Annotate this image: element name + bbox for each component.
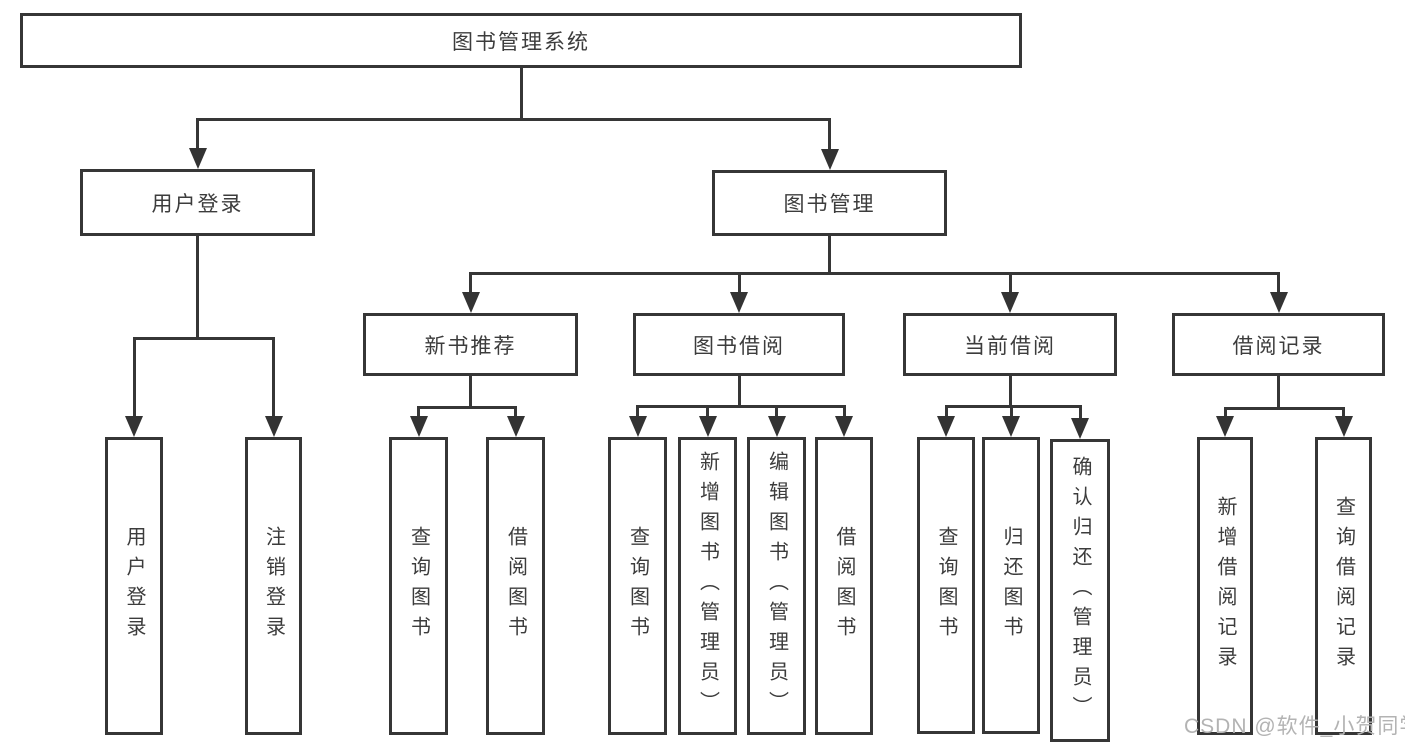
arrowhead-down-icon bbox=[767, 416, 786, 437]
connector-bus-root bbox=[196, 118, 831, 121]
connector-shaft-leaf-cb-return bbox=[1009, 405, 1013, 416]
node-borrow-records: 借阅记录 bbox=[1172, 313, 1385, 376]
node-label-leaf-nbr-borrow: 借阅图书 bbox=[504, 526, 527, 646]
node-label-book-mgmt: 图书管理 bbox=[783, 193, 876, 216]
node-leaf-bb-query: 查询图书 bbox=[608, 437, 667, 735]
node-leaf-bb-edit: 编辑图书（管理员） bbox=[747, 437, 806, 735]
node-leaf-nbr-query: 查询图书 bbox=[389, 437, 448, 735]
node-leaf-cb-query: 查询图书 bbox=[917, 437, 975, 734]
connector-shaft-book-borrow bbox=[737, 272, 741, 292]
node-book-borrow: 图书借阅 bbox=[633, 313, 845, 376]
connector-drop-root bbox=[519, 68, 523, 121]
connector-bus-book-mgmt bbox=[469, 272, 1280, 275]
connector-shaft-leaf-cb-confirm bbox=[1078, 405, 1082, 418]
connector-drop-book-borrow bbox=[737, 376, 741, 408]
node-label-leaf-bb-edit: 编辑图书（管理员） bbox=[765, 451, 788, 721]
arrowhead-down-icon bbox=[835, 416, 853, 437]
connector-shaft-new-book-rec bbox=[469, 272, 472, 292]
node-user-login: 用户登录 bbox=[80, 169, 315, 236]
node-label-borrow-records: 借阅记录 bbox=[1232, 334, 1325, 358]
connector-shaft-leaf-bb-borrow bbox=[842, 405, 846, 416]
node-new-book-rec: 新书推荐 bbox=[363, 313, 578, 376]
node-label-leaf-user-login: 用户登录 bbox=[123, 526, 145, 646]
node-label-current-borrow: 当前借阅 bbox=[964, 334, 1056, 358]
connector-shaft-leaf-user-login bbox=[132, 337, 136, 416]
arrowhead-down-icon bbox=[1071, 418, 1089, 439]
connector-shaft-leaf-nbr-borrow bbox=[514, 406, 517, 416]
node-label-leaf-bb-query: 查询图书 bbox=[626, 526, 649, 646]
connector-shaft-leaf-nbr-query bbox=[417, 406, 420, 416]
arrowhead-down-icon bbox=[1269, 292, 1288, 313]
connector-drop-new-book-rec bbox=[469, 376, 472, 409]
node-label-root: 图书管理系统 bbox=[452, 30, 590, 54]
node-leaf-br-add: 新增借阅记录 bbox=[1197, 437, 1253, 735]
connector-shaft-leaf-logout bbox=[272, 337, 275, 416]
connector-shaft-current-borrow bbox=[1008, 272, 1012, 292]
node-label-user-login: 用户登录 bbox=[151, 192, 244, 216]
node-label-leaf-br-add: 新增借阅记录 bbox=[1214, 496, 1236, 676]
connector-bus-user-login bbox=[132, 337, 275, 340]
node-book-mgmt: 图书管理 bbox=[712, 170, 947, 236]
node-leaf-bb-add: 新增图书（管理员） bbox=[678, 437, 737, 735]
arrowhead-down-icon bbox=[628, 416, 647, 437]
arrowhead-down-icon bbox=[506, 416, 525, 437]
connector-drop-book-mgmt bbox=[828, 236, 831, 275]
connector-shaft-borrow-records bbox=[1277, 272, 1280, 292]
connector-bus-current-borrow bbox=[944, 405, 1082, 408]
connector-shaft-leaf-bb-query bbox=[636, 405, 639, 416]
node-label-leaf-cb-confirm: 确认归还（管理员） bbox=[1069, 455, 1091, 726]
node-label-leaf-nbr-query: 查询图书 bbox=[407, 526, 430, 646]
arrowhead-down-icon bbox=[125, 416, 143, 437]
arrowhead-down-icon bbox=[730, 292, 748, 313]
node-leaf-bb-borrow: 借阅图书 bbox=[815, 437, 873, 735]
arrowhead-down-icon bbox=[937, 416, 955, 437]
connector-shaft-leaf-cb-query bbox=[944, 405, 948, 416]
node-label-leaf-cb-query: 查询图书 bbox=[935, 525, 957, 646]
csdn-watermark: CSDN @软件_小贺同学 bbox=[1184, 715, 1405, 738]
connector-bus-new-book-rec bbox=[417, 406, 517, 409]
arrowhead-down-icon bbox=[264, 416, 283, 437]
node-label-leaf-bb-borrow: 借阅图书 bbox=[833, 526, 855, 646]
node-leaf-nbr-borrow: 借阅图书 bbox=[486, 437, 545, 735]
node-label-leaf-logout: 注销登录 bbox=[262, 526, 285, 646]
node-leaf-cb-confirm: 确认归还（管理员） bbox=[1050, 439, 1110, 742]
connector-shaft-leaf-bb-edit bbox=[775, 405, 778, 416]
arrowhead-down-icon bbox=[698, 416, 717, 437]
arrowhead-down-icon bbox=[1002, 416, 1020, 437]
arrowhead-down-icon bbox=[188, 148, 207, 169]
arrowhead-down-icon bbox=[409, 416, 428, 437]
arrowhead-down-icon bbox=[820, 149, 839, 170]
node-label-new-book-rec: 新书推荐 bbox=[424, 334, 517, 358]
connector-shaft-leaf-bb-add bbox=[706, 405, 709, 416]
connector-drop-user-login bbox=[196, 236, 199, 340]
arrowhead-down-icon bbox=[1216, 416, 1234, 437]
node-current-borrow: 当前借阅 bbox=[903, 313, 1117, 376]
arrowhead-down-icon bbox=[461, 292, 480, 313]
connector-shaft-user-login bbox=[196, 118, 199, 148]
arrowhead-down-icon bbox=[1334, 416, 1353, 437]
arrowhead-down-icon bbox=[1001, 292, 1019, 313]
node-label-leaf-cb-return: 归还图书 bbox=[1000, 525, 1022, 646]
connector-bus-book-borrow bbox=[636, 405, 846, 408]
node-label-book-borrow: 图书借阅 bbox=[693, 334, 785, 358]
connector-shaft-book-mgmt bbox=[828, 118, 831, 149]
node-label-leaf-bb-add: 新增图书（管理员） bbox=[696, 451, 719, 721]
node-root: 图书管理系统 bbox=[20, 13, 1022, 68]
connector-drop-borrow-records bbox=[1277, 376, 1280, 410]
node-leaf-cb-return: 归还图书 bbox=[982, 437, 1040, 734]
node-leaf-br-query: 查询借阅记录 bbox=[1315, 437, 1372, 735]
node-leaf-user-login: 用户登录 bbox=[105, 437, 163, 735]
connector-shaft-leaf-br-add bbox=[1223, 407, 1227, 416]
connector-drop-current-borrow bbox=[1008, 376, 1012, 408]
node-label-leaf-br-query: 查询借阅记录 bbox=[1332, 496, 1355, 676]
node-leaf-logout: 注销登录 bbox=[245, 437, 302, 735]
connector-shaft-leaf-br-query bbox=[1342, 407, 1345, 416]
connector-bus-borrow-records bbox=[1223, 407, 1345, 410]
